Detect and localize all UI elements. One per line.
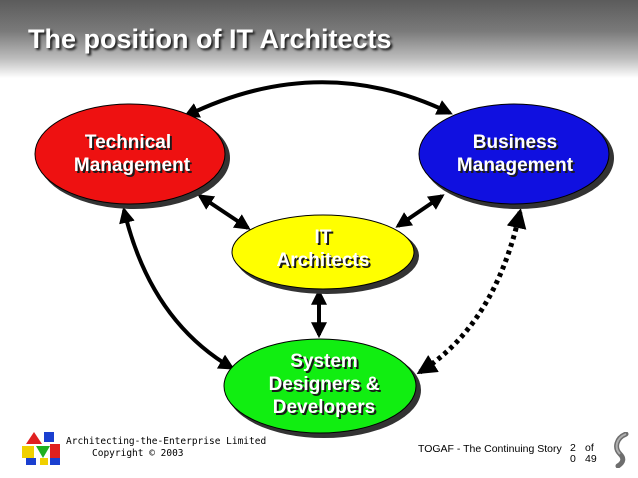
page-of: of [585, 442, 594, 454]
it-label-line2: Architects [277, 250, 370, 271]
system-label-shadow2: Designers & [271, 376, 382, 397]
it-label-shadow: IT [317, 229, 334, 250]
arrow-technical-business [183, 80, 453, 118]
arrow-business-it [395, 194, 445, 228]
system-label-shadow: System [292, 353, 360, 374]
page-total: 49 [585, 453, 597, 465]
system-label-shadow3: Developers [275, 399, 377, 420]
page-number-current: 2 0 [570, 443, 576, 465]
it-ellipse [231, 214, 415, 290]
business-label-shadow: Business [475, 134, 559, 155]
node-it-architects: IT IT Architects Architects [231, 214, 419, 294]
copyright-text: Copyright © 2003 [92, 448, 184, 459]
it-label-line1: IT [315, 227, 332, 248]
technical-label-shadow: Technical [87, 134, 173, 155]
arrow-business-system-dotted [416, 208, 527, 375]
page-number-total: of 49 [585, 443, 597, 465]
system-ellipse [223, 338, 417, 434]
system-label-line3: Developers [273, 397, 375, 418]
technical-label-line2: Management [74, 155, 191, 176]
footer-story: TOGAF - The Continuing Story [418, 443, 562, 455]
logo-blocks-icon [22, 432, 60, 465]
system-label-line2: Designers & [269, 374, 380, 395]
page-current-top: 2 [570, 442, 576, 454]
arrow-technical-it [197, 194, 251, 230]
page-title: The position of IT Architects [28, 24, 392, 54]
technical-label-shadow2: Management [76, 157, 193, 178]
system-label-line1: System [290, 351, 358, 372]
business-label-line2: Management [457, 155, 574, 176]
page-current-bottom: 0 [570, 453, 576, 465]
company-name: Architecting-the-Enterprise Limited [66, 436, 267, 447]
footer-company: Architecting-the-Enterprise Limited Copy… [66, 436, 266, 460]
node-system-designers: System System Designers & Designers & De… [223, 338, 421, 438]
business-ellipse [418, 103, 610, 205]
technical-ellipse [34, 103, 226, 205]
it-label-shadow2: Architects [279, 252, 372, 273]
node-business-management: Business Business Management Management [418, 103, 614, 209]
business-label-line1: Business [473, 132, 557, 153]
arrow-technical-system [119, 206, 235, 370]
technical-label-line1: Technical [85, 132, 171, 153]
title-bar [0, 0, 638, 78]
page-curl-icon[interactable] [612, 432, 632, 468]
node-technical-management: Technical Technical Management Managemen… [34, 103, 230, 209]
business-label-shadow2: Management [459, 157, 576, 178]
